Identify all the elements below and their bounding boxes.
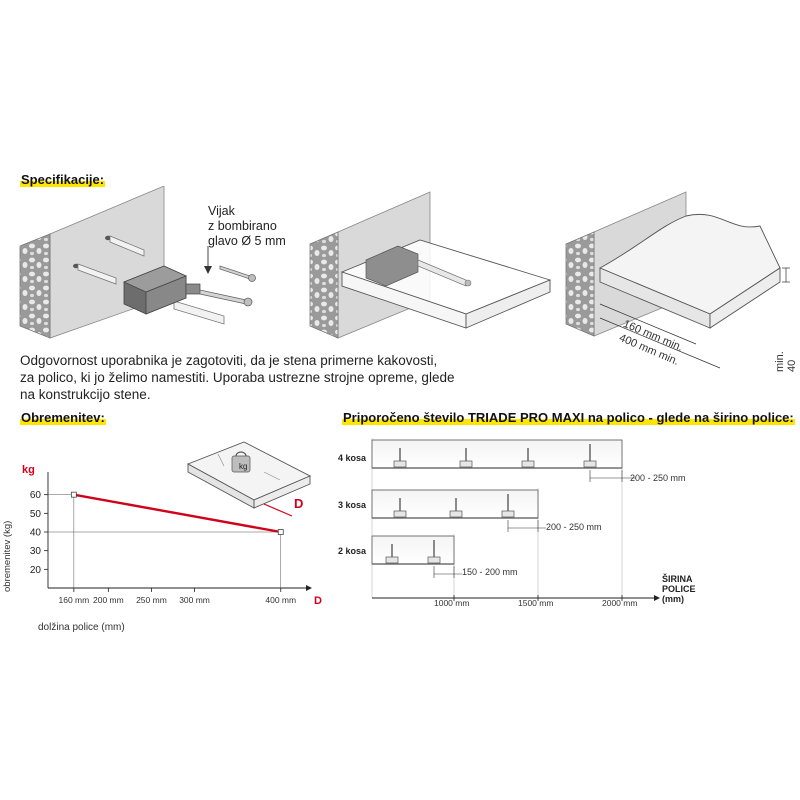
responsibility-paragraph: Odgovornost uporabnika je zagotoviti, da… [20, 353, 455, 402]
y-tick-label-40: 40 [30, 528, 41, 539]
x-tick-label-200: 200 mm [93, 595, 124, 605]
y-tick-label-20: 20 [30, 565, 41, 576]
spacing-label-2: 150 - 200 mm [462, 567, 518, 577]
load-point-0 [70, 491, 77, 498]
mounted-shelf-illustration [309, 191, 552, 339]
bracket-icon [122, 265, 201, 315]
x-axis-arrow [306, 585, 312, 591]
load-line [73, 493, 281, 534]
illus-d-label: D [294, 496, 304, 511]
screw-label: Vijak z bombirano glavo Ø 5 mm [208, 204, 286, 248]
x-tick-label-300: 300 mm [179, 595, 210, 605]
x-tick-label-250: 250 mm [136, 595, 167, 605]
spacing-label-4: 200 - 250 mm [630, 473, 686, 483]
y-axis-title: obremenitev (kg) [2, 520, 13, 592]
recommend-diagram [371, 438, 660, 601]
weight-icon [231, 451, 251, 473]
recommend-heading: Priporočeno število TRIADE PRO MAXI na p… [342, 410, 795, 425]
shelf-dimensions-illustration [565, 191, 790, 369]
dim-40-label: min. 40 mm [774, 351, 800, 372]
width-tick-1000: 1000 mm [434, 598, 470, 608]
x-tick-label-160: 160 mm [59, 595, 90, 605]
width-tick-1500: 1500 mm [518, 598, 554, 608]
y-tick-label-50: 50 [30, 509, 41, 520]
x-axis-title: dolžina police (mm) [38, 622, 125, 633]
row-label-3: 3 kosa [338, 500, 367, 510]
row-label-2: 2 kosa [338, 546, 367, 556]
shelf-4-brackets [371, 439, 636, 482]
load-board-illustration [186, 441, 312, 509]
bracket-exploded-illustration [19, 186, 256, 339]
y-unit-label: kg [22, 464, 35, 476]
shelf-2-brackets [371, 535, 462, 578]
x-tick-label-400: 400 mm [265, 595, 296, 605]
x-axis-d-label: D [314, 595, 322, 607]
row-label-4: 4 kosa [338, 453, 367, 463]
spec-heading: Specifikacije: [20, 172, 106, 187]
y-tick-label-60: 60 [30, 490, 41, 501]
y-tick-label-30: 30 [30, 546, 41, 557]
spacing-label-3: 200 - 250 mm [546, 522, 602, 532]
load-heading: Obremenitev: [20, 410, 106, 425]
illus-d-arrow [263, 503, 293, 517]
width-axis-title: ŠIRINA POLICE (mm) [662, 574, 696, 604]
load-point-1 [277, 529, 284, 535]
width-tick-2000: 2000 mm [602, 598, 638, 608]
weight-kg-label: kg [239, 462, 248, 471]
shelf-3-brackets [371, 489, 546, 532]
